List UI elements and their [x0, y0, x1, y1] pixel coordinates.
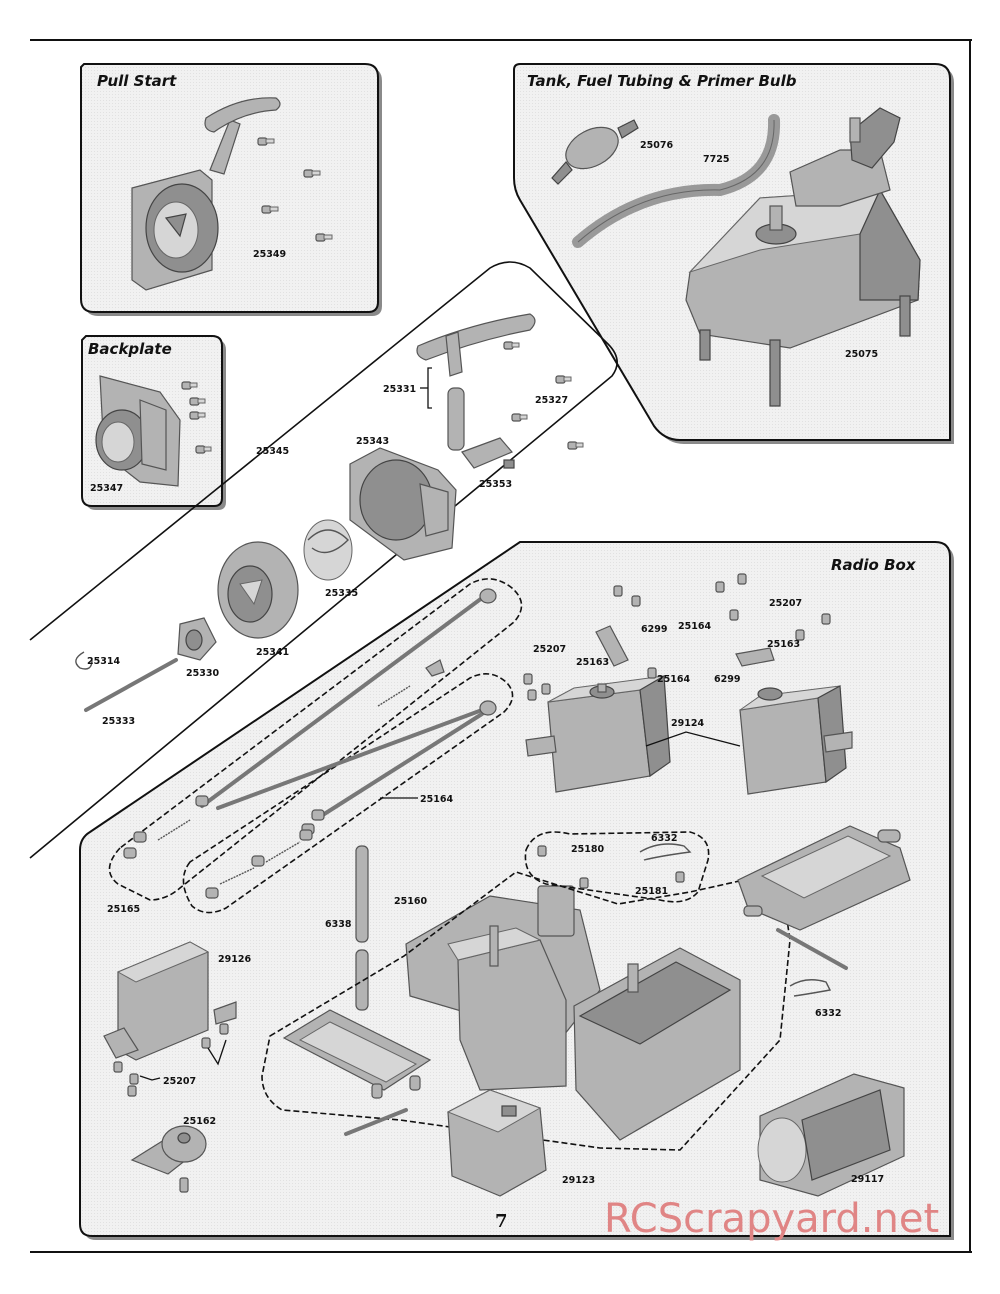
linkage-parts — [123, 588, 497, 899]
backplate-screws — [181, 381, 212, 454]
part-label: 25335 — [325, 588, 358, 599]
part-label: 25076 — [640, 140, 673, 151]
screws-outline — [524, 831, 710, 903]
part-label: 25163 — [576, 657, 609, 668]
servo-left — [525, 674, 671, 793]
tank-title: Tank, Fuel Tubing & Primer Bulb — [527, 72, 797, 90]
watermark-text: RCScrapyard.net — [604, 1196, 939, 1242]
part-label: 25164 — [420, 794, 453, 805]
radio-box-title: Radio Box — [831, 556, 917, 574]
part-label: 29117 — [851, 1174, 884, 1185]
part-label: 29123 — [562, 1175, 595, 1186]
antenna-tube — [355, 845, 369, 1011]
receiver — [103, 941, 237, 1061]
part-label: 25341 — [256, 647, 289, 658]
part-label: 25164 — [657, 674, 690, 685]
part-label: 29124 — [671, 718, 704, 729]
pull-start-exploded — [75, 313, 584, 712]
part-label: 6332 — [815, 1008, 841, 1019]
part-label: 25207 — [533, 644, 566, 655]
battery-holder — [757, 1073, 905, 1197]
part-label: 29126 — [218, 954, 251, 965]
pull-start-exploded-outline — [29, 261, 618, 859]
part-label: 25327 — [535, 395, 568, 406]
part-label: 25349 — [253, 249, 286, 260]
part-label: 6332 — [651, 833, 677, 844]
part-label: 6299 — [641, 624, 667, 635]
linkage-outline-2 — [182, 673, 514, 914]
backplate-part — [95, 375, 181, 487]
fuel-tank — [685, 107, 921, 407]
part-label: 25353 — [479, 479, 512, 490]
part-label: 25075 — [845, 349, 878, 360]
part-label: 25180 — [571, 844, 604, 855]
part-label: 25163 — [767, 639, 800, 650]
part-label: 25333 — [102, 716, 135, 727]
part-label: 25207 — [163, 1076, 196, 1087]
servo-horns — [523, 573, 831, 701]
battery-tray — [282, 1009, 432, 1136]
servo-saver — [130, 1125, 207, 1193]
radio-box-outline — [261, 871, 791, 1151]
linkage-outline — [108, 578, 523, 901]
part-label: 25331 — [383, 384, 416, 395]
part-label: 25330 — [186, 668, 219, 679]
part-label: 25165 — [107, 904, 140, 915]
pull-start-panel: Pull Start 25349 — [80, 63, 382, 316]
primer-bulb — [551, 119, 639, 185]
part-label: 25164 — [678, 621, 711, 632]
part-label: 25181 — [635, 886, 668, 897]
part-label: 25162 — [183, 1116, 216, 1127]
radio-box — [405, 885, 741, 1141]
switch-cover — [446, 1089, 547, 1197]
part-label: 25160 — [394, 896, 427, 907]
backplate-title: Backplate — [88, 340, 172, 358]
part-label: 7725 — [703, 154, 729, 165]
part-label: 25314 — [87, 656, 120, 667]
part-label: 6338 — [325, 919, 352, 930]
part-label: 25347 — [90, 483, 123, 494]
part-label: 6299 — [714, 674, 740, 685]
lid-plate — [737, 825, 911, 970]
part-label: 25207 — [769, 598, 802, 609]
pull-start-screws — [257, 137, 333, 242]
part-label: 25345 — [256, 446, 289, 457]
part-label: 25343 — [356, 436, 389, 447]
backplate-panel: Backplate 25347 — [81, 335, 226, 510]
pull-start-title: Pull Start — [97, 72, 177, 90]
servo-right — [739, 685, 853, 795]
pull-start-assembly — [131, 97, 281, 291]
radio-box-panel: Radio Box 25164 25165 — [79, 541, 954, 1240]
tank-panel: Tank, Fuel Tubing & Primer Bulb 25076 77… — [513, 63, 954, 444]
page-number: 7 — [495, 1211, 508, 1232]
